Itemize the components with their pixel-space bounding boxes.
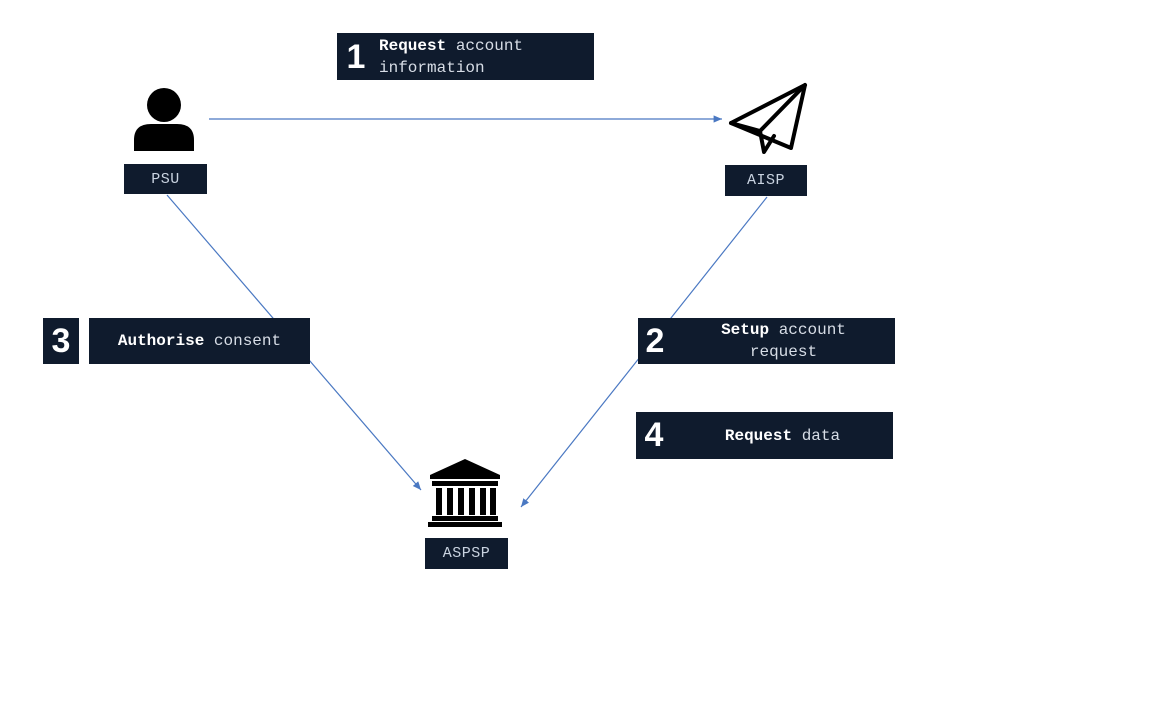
step-3-bold: Authorise [117,332,205,350]
step-2-line2: request [749,343,818,361]
step-3-number: 3 [51,321,71,360]
bank-icon [428,459,502,527]
step-3-rest: consent [204,332,282,350]
step-4-text: Request data [725,425,840,447]
step-4-number-box: 4 [636,412,672,459]
step-2-rest: account [769,321,846,339]
paper-plane-icon [729,83,807,154]
step-4-rest: data [792,426,841,445]
step-1-number: 1 [346,37,366,76]
step-3-text: Authorise consent [118,330,281,352]
step-1-bold: Request [379,36,447,55]
step-2-box: Setup account request [672,318,895,364]
step-4-number: 4 [644,416,664,454]
step-1-text: Request account information [379,35,523,79]
step-1-box: 1 Request account information [337,33,594,80]
step-2-number: 2 [645,321,665,360]
psu-label-text: PSU [151,170,180,188]
aspsp-label: ASPSP [425,538,508,569]
step-1-rest: account [446,36,524,55]
step-4-box: Request data [672,412,893,459]
step-4-bold: Request [724,426,793,445]
aspsp-label-text: ASPSP [442,545,491,562]
person-icon [134,88,194,151]
step-3-box: Authorise consent [89,318,310,364]
step-2-bold: Setup [721,321,770,339]
step-3-number-box: 3 [43,318,79,364]
step-2-text: Setup account request [721,319,846,363]
step-2-number-box: 2 [638,318,672,364]
aisp-label: AISP [725,165,807,196]
step-1-line2: information [379,58,485,77]
psu-label: PSU [124,164,207,194]
aisp-label-text: AISP [746,172,785,189]
